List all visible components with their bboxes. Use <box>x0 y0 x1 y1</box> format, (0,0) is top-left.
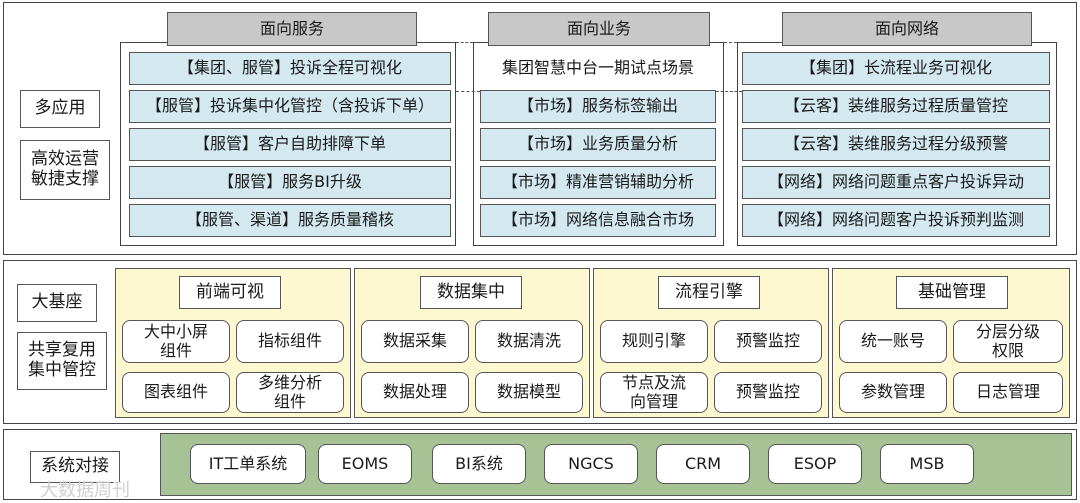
workflow-cell-alert-2: 预警监控 <box>714 372 822 413</box>
header-network: 面向网络 <box>782 12 1032 46</box>
data-cell-collect: 数据采集 <box>361 320 469 363</box>
workflow-cell-alert-1: 预警监控 <box>714 320 822 363</box>
service-item-5: 【服管、渠道】服务质量稽核 <box>129 204 451 237</box>
service-item-3: 【服管】客户自助排障下单 <box>129 128 451 161</box>
side-label-multi-app: 多应用 <box>20 90 100 128</box>
workflow-cell-nodes: 节点及流 向管理 <box>600 372 708 413</box>
basic-cell-permissions: 分层分级 权限 <box>953 320 1063 363</box>
system-msb: MSB <box>880 444 974 484</box>
frontend-cell-multidim: 多维分析 组件 <box>236 372 344 413</box>
group-basic-title: 基础管理 <box>896 276 1008 309</box>
basic-cell-account: 统一账号 <box>839 320 947 363</box>
business-item-3: 【市场】精准营销辅助分析 <box>480 166 716 199</box>
system-it-ticket: IT工单系统 <box>190 444 306 484</box>
connector-dash-3 <box>456 91 480 92</box>
frontend-cell-screens: 大中小屏 组件 <box>122 320 230 363</box>
network-item-5: 【网络】网络问题客户投诉预判监测 <box>742 204 1050 237</box>
header-business: 面向业务 <box>488 12 710 46</box>
side-label-system-integration: 系统对接 <box>30 451 120 483</box>
system-ngcs: NGCS <box>544 444 638 484</box>
business-item-4: 【市场】网络信息融合市场 <box>480 204 716 237</box>
side-label-shared-reuse: 共享复用 集中管控 <box>17 332 107 390</box>
system-eoms: EOMS <box>318 444 412 484</box>
data-cell-model: 数据模型 <box>475 372 583 413</box>
network-item-2: 【云客】装维服务过程质量管控 <box>742 90 1050 123</box>
frontend-cell-indicators: 指标组件 <box>236 320 344 363</box>
connector-dash-1 <box>456 42 473 43</box>
service-item-2: 【服管】投诉集中化管控（含投诉下单） <box>129 90 451 123</box>
service-item-4: 【服管】服务BI升级 <box>129 166 451 199</box>
connector-dash-4 <box>716 91 742 92</box>
header-service: 面向服务 <box>167 12 417 46</box>
connector-dash-2 <box>724 42 737 43</box>
group-frontend-title: 前端可视 <box>179 276 281 309</box>
data-cell-clean: 数据清洗 <box>475 320 583 363</box>
business-item-1: 【市场】服务标签输出 <box>480 90 716 123</box>
system-bi: BI系统 <box>432 444 526 484</box>
basic-cell-logs: 日志管理 <box>953 372 1063 413</box>
network-item-4: 【网络】网络问题重点客户投诉异动 <box>742 166 1050 199</box>
watermark-text: 大数据周刊 <box>40 480 130 501</box>
system-esop: ESOP <box>768 444 862 484</box>
network-item-1: 【集团】长流程业务可视化 <box>742 52 1050 85</box>
frontend-cell-charts: 图表组件 <box>122 372 230 413</box>
side-label-big-base: 大基座 <box>17 284 97 322</box>
network-item-3: 【云客】装维服务过程分级预警 <box>742 128 1050 161</box>
business-pilot-label: 集团智慧中台一期试点场景 <box>501 58 694 78</box>
group-data-title: 数据集中 <box>420 276 522 309</box>
group-workflow-title: 流程引擎 <box>658 276 760 309</box>
service-item-1: 【集团、服管】投诉全程可视化 <box>129 52 451 85</box>
basic-cell-params: 参数管理 <box>839 372 947 413</box>
workflow-cell-rules: 规则引擎 <box>600 320 708 363</box>
data-cell-process: 数据处理 <box>361 372 469 413</box>
side-label-efficient-ops: 高效运营 敏捷支撑 <box>20 140 110 200</box>
business-item-2: 【市场】业务质量分析 <box>480 128 716 161</box>
system-crm: CRM <box>656 444 750 484</box>
